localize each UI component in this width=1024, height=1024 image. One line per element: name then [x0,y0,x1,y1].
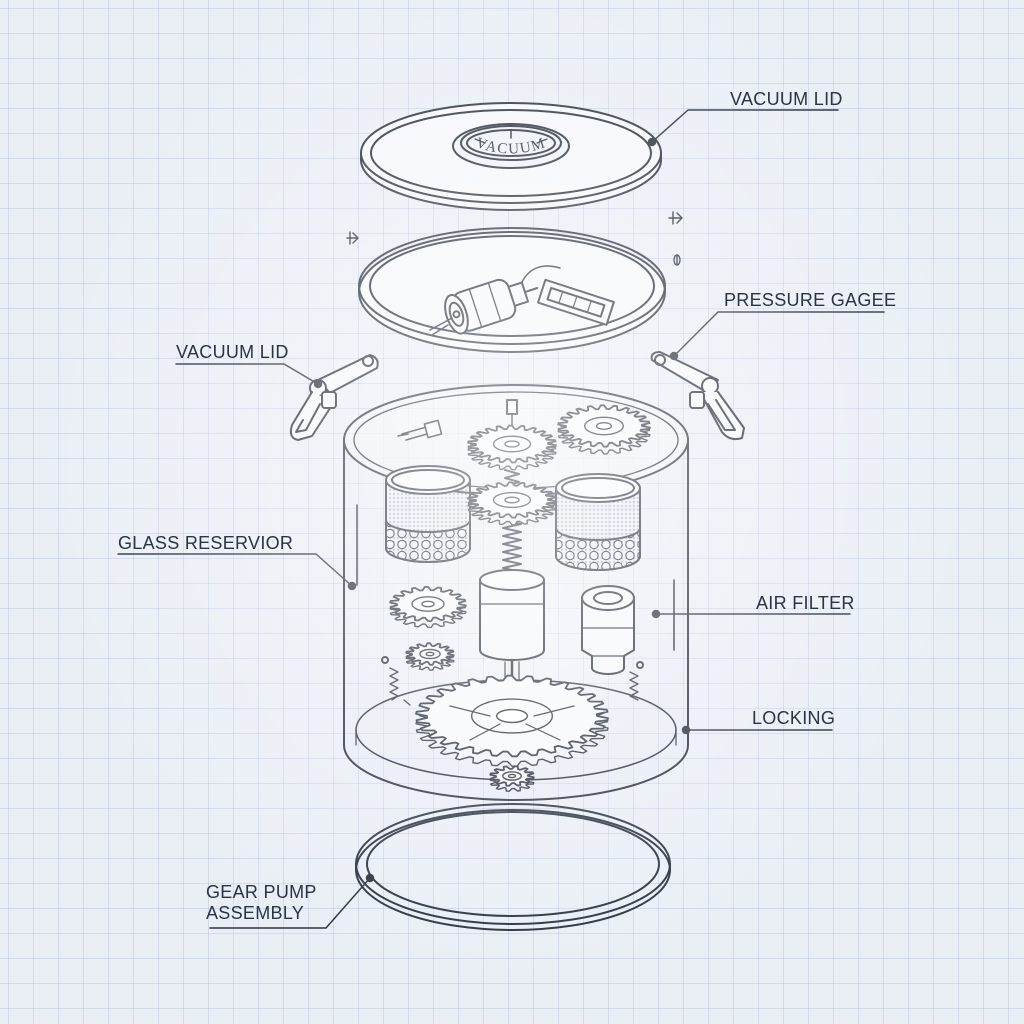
label-vacuum-lid-left: VACUUM LID [176,342,289,362]
left-filter-cup [385,465,471,563]
central-shaft [479,399,545,717]
gear-left-upper [389,586,467,629]
right-filter-cup [555,473,641,571]
motor-ring-part [358,227,666,353]
gear-top-right [557,404,651,455]
label-glass-reservoir: GLASS RESERVIOR [118,533,294,553]
label-vacuum-lid-top: VACUUM LID [730,89,843,109]
leader-lines [117,109,885,929]
label-pressure-gauge: PRESSURE GAGEE [724,290,897,310]
lid-emblem-text: VACUUM [474,135,549,158]
right-locking-clamp [650,351,745,441]
vacuum-lid-top-part [360,102,662,211]
label-locking: LOCKING [752,708,836,728]
gasket-ring-part [355,803,671,931]
label-gear-pump-line1: GEAR PUMP [206,882,317,902]
main-gear-spokes [449,705,575,741]
gear-top-center [467,424,557,471]
gear-left-lower [405,642,455,671]
air-filter-fitting [581,585,635,675]
gear-mid-center [467,481,557,526]
gear-bottom [489,765,535,792]
gear-pump-gears [389,404,651,792]
label-air-filter: AIR FILTER [756,593,855,613]
gear-main [415,674,609,767]
label-gear-pump-assembly: GEAR PUMP ASSEMBLY [206,882,317,924]
label-gear-pump-line2: ASSEMBLY [206,903,305,923]
